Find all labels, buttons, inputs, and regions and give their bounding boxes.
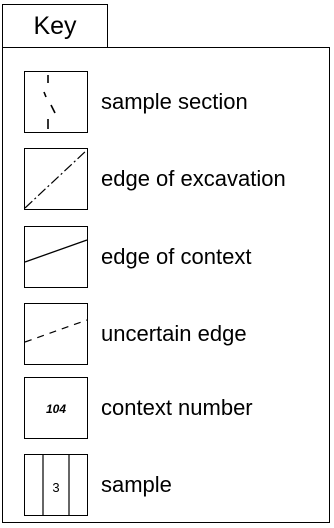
edge-of-excavation-symbol: [24, 148, 88, 210]
key-item-edge-of-excavation: edge of excavation: [24, 148, 324, 210]
key-item-label: uncertain edge: [101, 321, 247, 346]
key-item-context-number: 104 context number: [24, 377, 324, 439]
uncertain-edge-symbol: [24, 303, 88, 365]
context-number-symbol: 104: [24, 377, 88, 439]
key-item-label: sample section: [101, 89, 248, 114]
key-item-label: context number: [101, 395, 253, 420]
edge-of-context-symbol: [24, 226, 88, 288]
sample-section-symbol: [24, 71, 88, 133]
key-panel: [2, 47, 330, 523]
key-item-uncertain-edge: uncertain edge: [24, 303, 324, 365]
key-item-label: sample: [101, 472, 172, 497]
key-item-sample-section: sample section: [24, 71, 324, 133]
key-item-sample: 3 sample: [24, 454, 324, 516]
key-item-edge-of-context: edge of context: [24, 226, 324, 288]
key-item-label: edge of excavation: [101, 166, 286, 191]
sample-symbol: 3: [24, 454, 88, 516]
context-number-text: 104: [46, 402, 66, 416]
sample-number-text: 3: [52, 480, 59, 495]
key-title: Key: [2, 4, 108, 48]
key-item-label: edge of context: [101, 244, 252, 269]
